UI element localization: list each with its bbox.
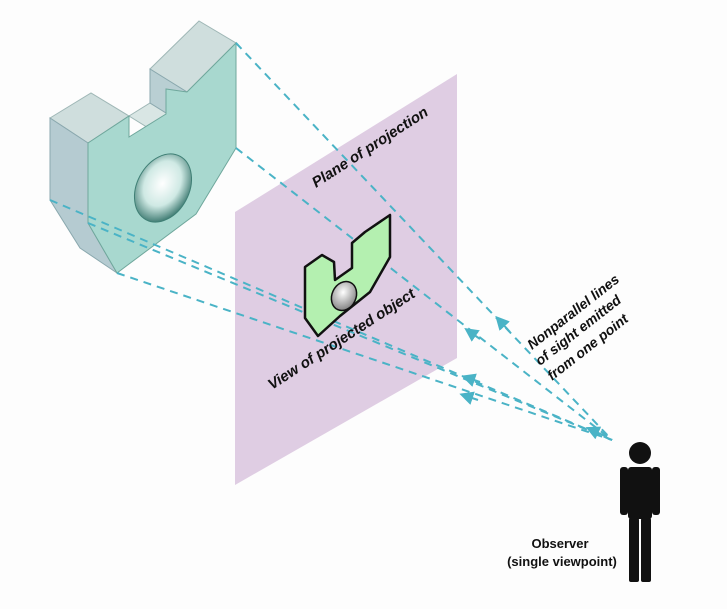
sight-line-1	[235, 42, 613, 441]
sight-arrow-1	[495, 315, 511, 333]
label-single-viewpoint: (single viewpoint)	[507, 554, 617, 569]
observer-arm-left	[620, 467, 628, 515]
label-observer: Observer	[531, 536, 588, 551]
sight-arrow-4	[459, 391, 479, 405]
observer-leg-left	[629, 518, 639, 582]
projected-shape	[303, 213, 392, 338]
observer-torso	[628, 467, 652, 519]
sight-line-2	[235, 147, 613, 441]
sight-arrow-5	[585, 426, 606, 440]
observer-figure	[620, 442, 660, 582]
sight-line-3	[87, 222, 613, 441]
observer-arm-right	[652, 467, 660, 515]
sight-line-5	[49, 199, 613, 441]
sight-line-4	[116, 272, 613, 441]
observer-head	[629, 442, 651, 464]
projected-view	[303, 213, 392, 338]
projected-hole	[330, 280, 358, 312]
object-3d	[49, 20, 237, 274]
sight-arrow-2	[464, 327, 481, 342]
sight-lines	[49, 42, 613, 441]
sight-arrow-3	[461, 373, 481, 387]
observer-leg-right	[641, 518, 651, 582]
sight-arrows	[459, 315, 606, 440]
object-hole	[133, 153, 193, 223]
